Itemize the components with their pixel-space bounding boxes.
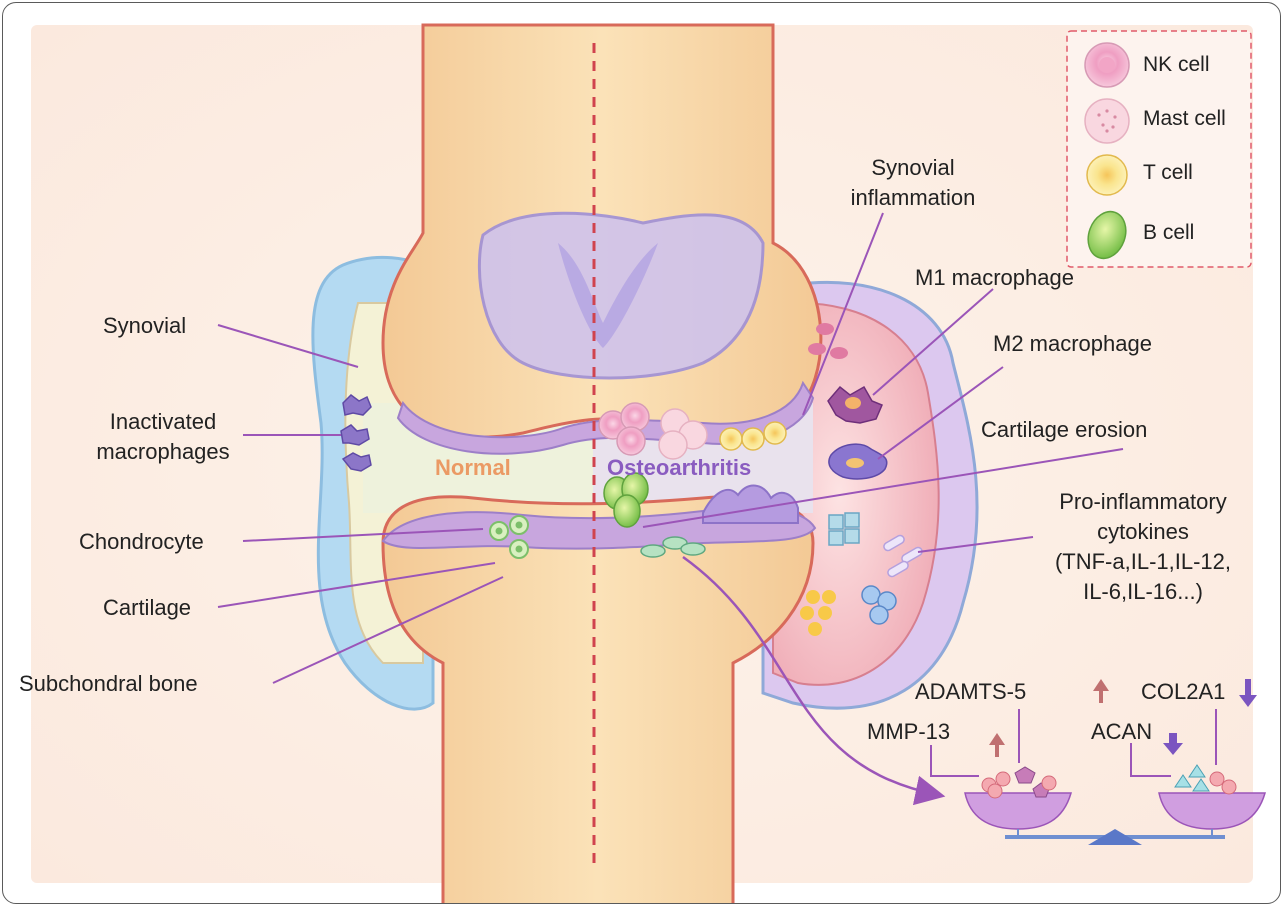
- label-synovial: Synovial: [103, 313, 186, 339]
- mast-cell-icon: [1085, 99, 1129, 143]
- osteoarthritis-title: Osteoarthritis: [607, 455, 751, 481]
- normal-title: Normal: [435, 455, 511, 481]
- t-cell-icon: [1087, 155, 1127, 195]
- label-subchondral-bone: Subchondral bone: [19, 671, 198, 697]
- label-mmp13: MMP-13: [867, 719, 950, 745]
- label-synovial-inflammation-1: Synovial: [823, 155, 1003, 181]
- label-synovial-inflammation-2: inflammation: [823, 185, 1003, 211]
- m2-nucleus: [846, 458, 864, 468]
- label-m1-macrophage: M1 macrophage: [915, 265, 1074, 291]
- nk-cell-icon-nucleus: [1099, 57, 1115, 73]
- label-adamts5: ADAMTS-5: [915, 679, 1026, 705]
- label-cytokines-2: cytokines: [1033, 519, 1253, 545]
- legend-label-nk: NK cell: [1143, 53, 1210, 77]
- label-cartilage-erosion: Cartilage erosion: [981, 417, 1147, 443]
- legend-label-b: B cell: [1143, 221, 1194, 245]
- inactivated-macrophages: [341, 395, 371, 471]
- label-m2-macrophage: M2 macrophage: [993, 331, 1152, 357]
- label-chondrocyte: Chondrocyte: [79, 529, 204, 555]
- label-cytokines-1: Pro-inflammatory: [1033, 489, 1253, 515]
- label-inactivated-2: macrophages: [83, 439, 243, 465]
- label-cytokines-4: IL-6,IL-16...): [1033, 579, 1253, 605]
- m1-nucleus: [845, 397, 861, 409]
- label-col2a1: COL2A1: [1141, 679, 1225, 705]
- label-inactivated-1: Inactivated: [83, 409, 243, 435]
- label-cartilage: Cartilage: [103, 595, 191, 621]
- legend-label-mast: Mast cell: [1143, 107, 1226, 131]
- label-acan: ACAN: [1091, 719, 1152, 745]
- label-cytokines-3: (TNF-a,IL-1,IL-12,: [1033, 549, 1253, 575]
- legend-label-t: T cell: [1143, 161, 1193, 185]
